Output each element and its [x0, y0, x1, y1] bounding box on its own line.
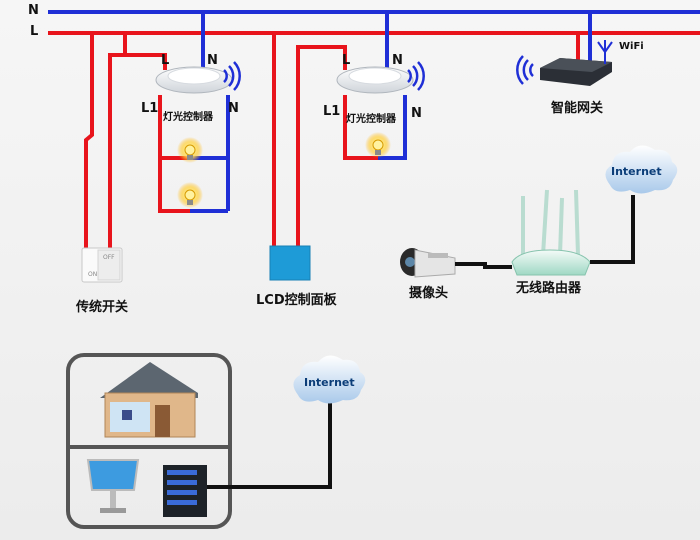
wireless-signal-icon — [407, 61, 425, 91]
cloud-bottom-label: Internet — [304, 376, 355, 389]
home-server-panel — [66, 353, 232, 529]
internet-cloud-bottom — [293, 355, 366, 404]
c2-label: 灯光控制器 — [346, 114, 396, 125]
antenna-icon — [597, 41, 613, 54]
lamp-1 — [177, 137, 203, 163]
lcd-panel-label: LCD控制面板 — [256, 293, 337, 308]
gateway-wifi-label: WiFi — [619, 41, 644, 52]
live-label: L — [30, 24, 39, 39]
wireless-router[interactable] — [511, 189, 591, 276]
c2-bottom-right: N — [411, 106, 422, 121]
touch-kiosk-icon — [86, 459, 140, 513]
c1-label: 灯光控制器 — [163, 112, 213, 123]
lamp-3 — [365, 132, 391, 158]
router-label: 无线路由器 — [516, 281, 582, 296]
switch-off-text: OFF — [103, 254, 115, 261]
cloud-top-label: Internet — [611, 165, 662, 178]
smart-gateway[interactable] — [516, 40, 613, 86]
wireless-signal-icon — [223, 61, 241, 91]
lcd-control-panel[interactable] — [269, 245, 311, 281]
light-controller-1[interactable] — [155, 61, 241, 94]
c1-bottom-right: N — [228, 101, 239, 116]
light-controller-2[interactable] — [336, 61, 425, 94]
c1-top-right: N — [207, 53, 218, 68]
camera-router-cable — [455, 262, 512, 269]
gateway-wiring — [576, 12, 592, 62]
neutral-label: N — [28, 3, 39, 18]
server-internet-cable — [207, 400, 332, 489]
switch-label: 传统开关 — [76, 300, 129, 315]
router-internet-cable — [590, 195, 635, 264]
c2-top-left: L — [342, 53, 351, 68]
camera-label: 摄像头 — [409, 286, 449, 301]
c1-top-left: L — [161, 53, 170, 68]
switch-wiring — [84, 33, 125, 248]
traditional-switch[interactable]: OFF ON — [81, 247, 123, 283]
controller-2-wiring — [272, 12, 407, 248]
house-icon — [100, 362, 198, 438]
c2-bottom-left: L1 — [323, 104, 341, 119]
wireless-signal-icon — [516, 55, 534, 85]
lamp-2 — [177, 182, 203, 208]
camera[interactable] — [400, 248, 456, 278]
server-icon — [163, 465, 207, 517]
switch-on-text: ON — [88, 271, 97, 278]
c1-bottom-left: L1 — [141, 101, 159, 116]
internet-cloud-top — [605, 145, 678, 194]
controller-1-wiring — [123, 12, 230, 213]
c2-top-right: N — [392, 53, 403, 68]
gateway-label: 智能网关 — [551, 101, 604, 116]
